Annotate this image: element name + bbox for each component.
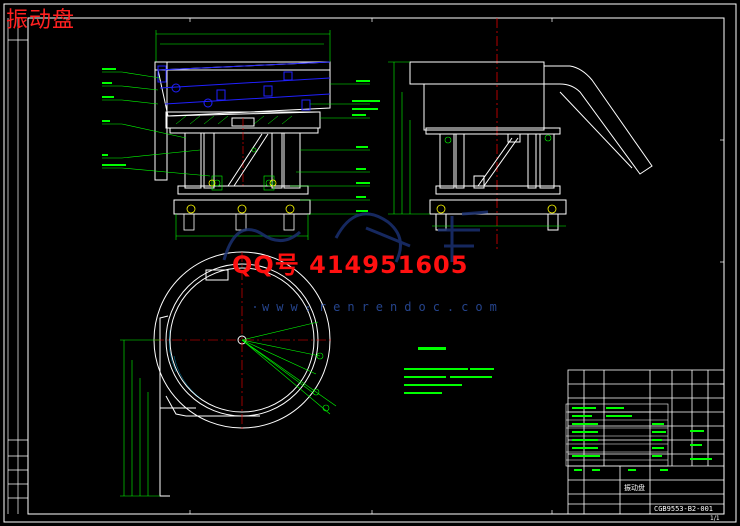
left-revision-strip (7, 18, 28, 514)
part-name-text: 振动盘 (624, 483, 645, 492)
watermark-url: www.renrendoc.com (262, 300, 504, 314)
title-block (565, 369, 725, 515)
frame-tick-marks (189, 18, 724, 514)
watermark-contact: QQ号 414951605 (232, 251, 469, 279)
drawing-code-text: CGB9553-B2-001 (654, 505, 713, 513)
watermark-logo (222, 210, 489, 263)
watermark-dots (254, 306, 309, 308)
front-view (102, 30, 380, 240)
technical-notes (404, 347, 494, 394)
sheet-number-text: 1/1 (710, 515, 720, 522)
drawing-title: 振动盘 (6, 8, 76, 33)
border-frame (3, 3, 737, 523)
side-view (388, 61, 653, 231)
top-view (120, 251, 337, 497)
